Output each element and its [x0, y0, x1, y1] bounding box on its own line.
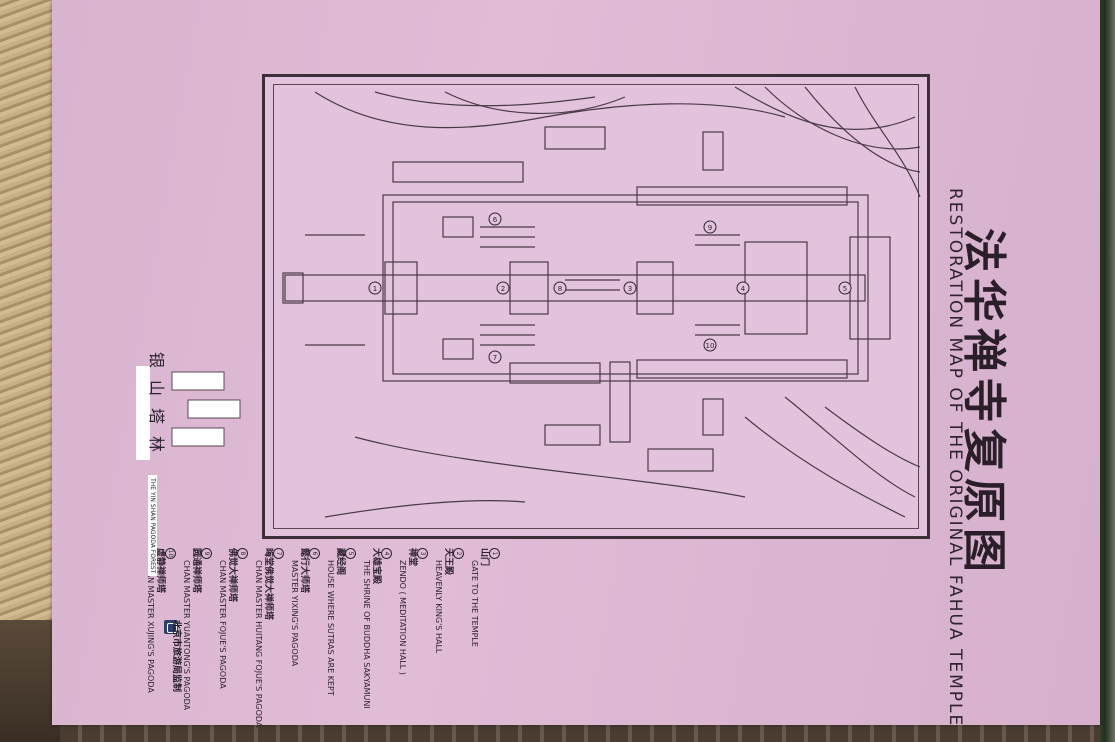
marker-8 — [553, 281, 567, 295]
sign-title-chinese: 法华禅寺复原图 — [958, 228, 1009, 578]
marker-label: 9 — [708, 224, 712, 232]
side-hall-top — [392, 161, 524, 183]
map-inner-border — [273, 84, 919, 529]
marker-7 — [488, 350, 502, 364]
terrain-line — [374, 91, 596, 107]
terrain-line — [354, 436, 746, 498]
terrain-line — [744, 416, 906, 518]
marker-label: 10 — [706, 342, 715, 350]
hall-heavenly-king — [509, 261, 549, 315]
pagoda — [480, 226, 535, 248]
compound-wall-inner — [392, 201, 859, 375]
terrain-line — [784, 396, 916, 498]
pagoda-small — [442, 338, 474, 360]
map-frame: 1 2 3 4 5 6 7 8 9 10 — [262, 74, 930, 539]
marker-6 — [488, 212, 502, 226]
marker-4 — [736, 281, 750, 295]
hall-gate — [384, 261, 418, 315]
marker-2 — [496, 281, 510, 295]
marker-label: 7 — [493, 354, 497, 362]
logo-text-chinese: 银山塔林 — [147, 352, 166, 465]
pagoda-logo-icon — [171, 371, 241, 447]
marker-1 — [368, 281, 382, 295]
outbuilding — [647, 448, 714, 472]
terrain-line — [824, 406, 921, 468]
pagoda — [565, 279, 620, 291]
central-path — [284, 274, 866, 302]
ground-grass — [0, 0, 60, 742]
terrain-line — [324, 500, 526, 518]
tourism-bureau-logo-icon — [164, 620, 178, 634]
footer-organization: 北京市旅游局监制 — [171, 620, 181, 693]
marker-10 — [703, 338, 717, 352]
outbuilding — [702, 131, 724, 171]
side-hall-bottom — [509, 362, 601, 384]
pagoda — [480, 324, 535, 346]
terrain-line — [734, 86, 916, 130]
marker-label: 6 — [493, 216, 498, 224]
temple-map: 1 2 3 4 5 6 7 8 9 10 — [282, 86, 921, 518]
gate-steps — [282, 272, 304, 304]
sign-title-english: RESTORATION MAP OF THE ORIGINAL FAHUA TE… — [945, 188, 965, 728]
logo-text-english: THE YIN SHAN PAGODA FOREST — [148, 475, 157, 577]
side-hall-bottom-2 — [636, 359, 848, 379]
hall-main — [744, 241, 808, 335]
marker-3 — [623, 281, 637, 295]
marker-9 — [703, 220, 717, 234]
terrain-line — [764, 86, 921, 150]
marker-label: 5 — [843, 285, 847, 293]
outbuilding — [544, 126, 606, 150]
outbuilding — [702, 398, 724, 436]
marker-5 — [838, 281, 852, 295]
marker-label: 8 — [558, 285, 562, 293]
terrain-line — [314, 91, 786, 129]
terrain-line — [854, 86, 921, 198]
hall-sutra — [849, 236, 891, 340]
terrain-line — [804, 86, 921, 173]
logo-label-strip — [136, 366, 150, 460]
marker-label: 3 — [628, 285, 632, 293]
hall-zendo — [636, 261, 674, 315]
marker-label: 4 — [741, 285, 746, 293]
compound-wall — [382, 194, 869, 382]
outbuilding — [609, 361, 631, 443]
marker-label: 1 — [373, 285, 377, 293]
side-hall-top-2 — [636, 186, 848, 206]
outbuilding — [544, 424, 601, 446]
terrain-line — [444, 91, 626, 114]
pagoda-small — [442, 216, 474, 238]
pagoda — [695, 234, 740, 246]
pagoda — [695, 324, 740, 336]
logo-block: 银山塔林 THE YIN SHAN PAGODA FOREST — [146, 352, 170, 577]
marker-label: 2 — [501, 285, 505, 293]
